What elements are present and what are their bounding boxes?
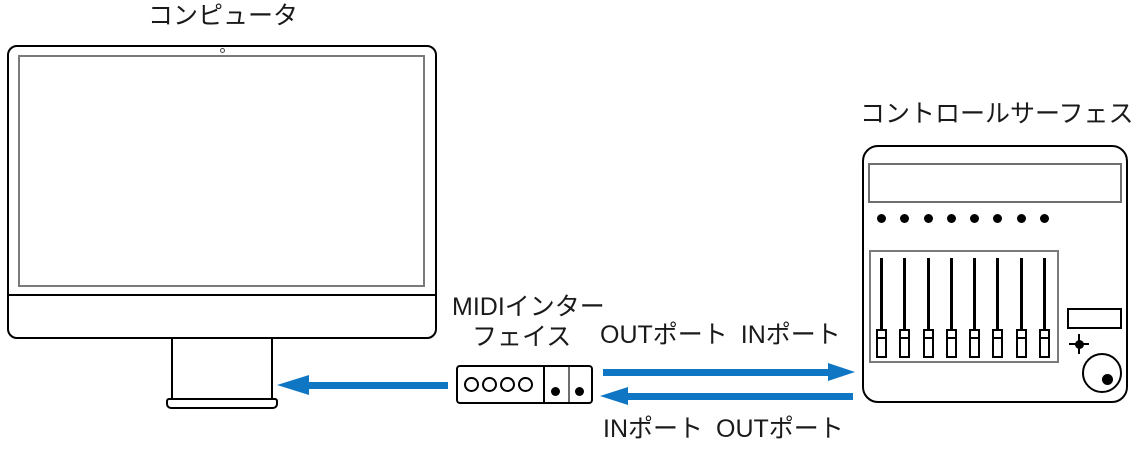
control-surface-label: コントロールサーフェス	[860, 100, 1134, 128]
midi-jack-icon	[464, 377, 479, 392]
fader-knob-line	[994, 337, 1002, 340]
camera-icon	[220, 48, 225, 53]
fader	[969, 258, 981, 358]
fader-row	[876, 258, 1051, 358]
fader-knob	[1015, 329, 1027, 358]
led-dot-icon	[1040, 213, 1050, 223]
computer-screen	[18, 55, 425, 287]
fader	[922, 258, 934, 358]
midi-interface-label-line2: フェイス	[472, 323, 572, 351]
arrow-out-to-in-shaft	[603, 368, 828, 376]
fader	[899, 258, 911, 358]
fader-knob-line	[901, 337, 909, 340]
led-dot-icon	[877, 213, 886, 223]
jog-wheel	[1082, 353, 1122, 393]
fader-knob-line	[924, 337, 932, 340]
fader	[992, 258, 1004, 358]
fader	[1015, 258, 1027, 358]
midi-jack-icon	[500, 377, 515, 392]
midi-jack-row	[464, 377, 533, 392]
control-surface-fader-panel	[869, 250, 1059, 363]
fader	[945, 258, 957, 358]
arrow-to-computer-head	[277, 375, 309, 395]
fader	[1039, 258, 1051, 358]
control-surface-display	[868, 163, 1122, 203]
arrow-to-computer-shaft	[308, 381, 448, 389]
fader-track	[926, 258, 930, 330]
midi-box-divider-2	[568, 367, 570, 402]
led-dot-icon	[1016, 213, 1026, 223]
computer-stand	[171, 339, 273, 399]
control-surface-device	[862, 145, 1128, 403]
fader-knob	[992, 329, 1004, 358]
control-surface-button	[1067, 308, 1122, 329]
control-surface-led-row	[877, 213, 1050, 223]
jog-wheel-dot-icon	[1101, 373, 1113, 385]
midi-port-dot-icon	[575, 387, 584, 396]
midi-port-dot-icon	[551, 387, 560, 396]
midi-interface-label-line1: MIDIインター	[452, 293, 605, 321]
midi-interface-device	[456, 365, 593, 404]
fader-track	[1043, 258, 1047, 330]
led-dot-icon	[993, 213, 1003, 223]
fader-knob	[876, 329, 887, 358]
fader-knob-line	[878, 337, 885, 340]
crosshair-knob-icon	[1069, 334, 1089, 354]
midi-interface-label: MIDIインター フェイス	[452, 292, 605, 352]
fader-knob-line	[1041, 337, 1049, 340]
port-labels-bottom: INポート OUTポート	[603, 414, 844, 444]
computer-stand-base	[166, 398, 278, 409]
fader-knob-line	[947, 337, 955, 340]
fader-track	[880, 258, 883, 330]
fader-knob-line	[971, 337, 979, 340]
in-port-label: INポート	[740, 321, 841, 349]
midi-jack-icon	[482, 377, 497, 392]
fader-knob-line	[1017, 337, 1025, 340]
fader-knob	[899, 329, 911, 358]
computer-chin-divider	[8, 294, 436, 296]
led-dot-icon	[923, 213, 933, 223]
fader-track	[949, 258, 953, 330]
port-labels-top: OUTポート INポート	[600, 320, 841, 350]
arrow-in-to-out-shaft	[628, 392, 853, 400]
arrow-in-to-out-head	[600, 386, 628, 405]
fader-knob	[1039, 329, 1051, 358]
out-port-label: OUTポート	[600, 321, 728, 349]
led-dot-icon	[970, 213, 980, 223]
led-dot-icon	[946, 213, 956, 223]
fader-knob	[922, 329, 934, 358]
fader-track	[903, 258, 907, 330]
fader-track	[973, 258, 977, 330]
fader-knob	[945, 329, 957, 358]
led-dot-icon	[900, 213, 910, 223]
fader	[876, 258, 887, 358]
arrow-out-to-in-head	[828, 362, 855, 381]
midi-jack-icon	[518, 377, 533, 392]
fader-knob	[969, 329, 981, 358]
computer-label: コンピュータ	[148, 2, 299, 30]
midi-box-divider-1	[543, 367, 545, 402]
crosshair-center-dot	[1074, 339, 1084, 349]
out-port-label: OUTポート	[716, 415, 844, 443]
in-port-label: INポート	[603, 415, 704, 443]
fader-track	[1019, 258, 1023, 330]
fader-track	[996, 258, 1000, 330]
